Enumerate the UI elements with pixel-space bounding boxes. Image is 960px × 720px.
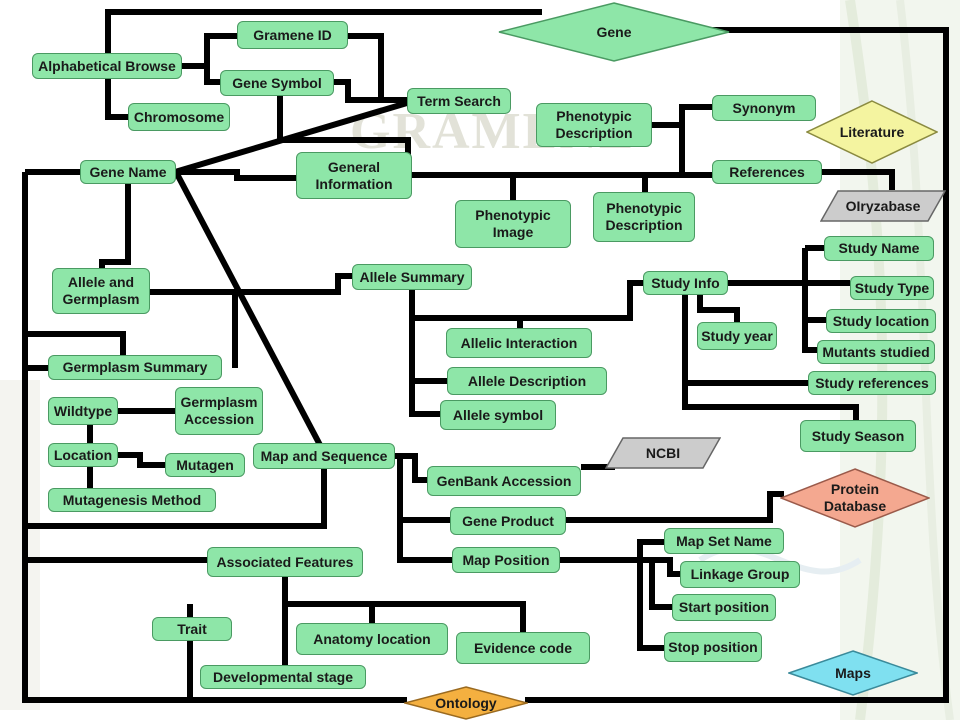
map-and-sequence-node[interactable]: Map and Sequence <box>253 443 395 469</box>
gene-database-diamond[interactable] <box>498 2 730 62</box>
study-references-node[interactable]: Study references <box>808 371 936 395</box>
location-node[interactable]: Location <box>48 443 118 467</box>
study-location-node[interactable]: Study location <box>826 309 936 333</box>
phenotypic-description-mid-node[interactable]: Phenotypic Description <box>593 192 695 242</box>
trait-node[interactable]: Trait <box>152 617 232 641</box>
developmental-stage-node[interactable]: Developmental stage <box>200 665 366 689</box>
germplasm-summary-node[interactable]: Germplasm Summary <box>48 355 222 380</box>
mutagenesis-method-node[interactable]: Mutagenesis Method <box>48 488 216 512</box>
allele-description-node[interactable]: Allele Description <box>447 367 607 395</box>
phenotypic-description-top-node[interactable]: Phenotypic Description <box>536 103 652 147</box>
study-name-node[interactable]: Study Name <box>824 236 934 261</box>
gene-symbol-node[interactable]: Gene Symbol <box>220 70 334 96</box>
allele-symbol-node[interactable]: Allele symbol <box>440 400 556 430</box>
ncbi-database-parallelogram[interactable] <box>605 437 721 469</box>
ontology-database-label: Ontology <box>435 694 497 711</box>
literature-database-label: Literature <box>839 123 905 140</box>
germplasm-accession-node[interactable]: Germplasm Accession <box>175 387 263 435</box>
gene-database-label: Gene <box>596 23 632 40</box>
gene-name-node[interactable]: Gene Name <box>80 160 176 184</box>
mutants-studied-node[interactable]: Mutants studied <box>817 340 935 364</box>
allelic-interaction-node[interactable]: Allelic Interaction <box>446 328 592 358</box>
linkage-group-node[interactable]: Linkage Group <box>680 561 800 588</box>
study-type-node[interactable]: Study Type <box>850 276 934 300</box>
anatomy-location-node[interactable]: Anatomy location <box>296 623 448 655</box>
evidence-code-node[interactable]: Evidence code <box>456 632 590 664</box>
stop-position-node[interactable]: Stop position <box>664 632 762 662</box>
ncbi-database-label: NCBI <box>645 444 681 461</box>
study-season-node[interactable]: Study Season <box>800 420 916 452</box>
genbank-accession-node[interactable]: GenBank Accession <box>427 466 581 496</box>
mutagen-node[interactable]: Mutagen <box>165 453 245 477</box>
general-information-node[interactable]: General Information <box>296 152 412 199</box>
alphabetical-browse-node[interactable]: Alphabetical Browse <box>32 53 182 79</box>
gramene-id-node[interactable]: Gramene ID <box>237 21 348 49</box>
gene-product-node[interactable]: Gene Product <box>450 507 566 535</box>
term-search-node[interactable]: Term Search <box>407 88 511 114</box>
references-node[interactable]: References <box>712 160 822 184</box>
associated-features-node[interactable]: Associated Features <box>207 547 363 577</box>
maps-database-label: Maps <box>835 664 871 681</box>
allele-summary-node[interactable]: Allele Summary <box>352 264 472 290</box>
literature-database-diamond[interactable] <box>806 100 938 164</box>
ontology-database-diamond[interactable] <box>404 686 528 720</box>
chromosome-node[interactable]: Chromosome <box>128 103 230 131</box>
start-position-node[interactable]: Start position <box>672 594 776 621</box>
map-position-node[interactable]: Map Position <box>452 547 560 573</box>
wildtype-node[interactable]: Wildtype <box>48 397 118 425</box>
protein-database-label: Protein Database <box>823 481 887 514</box>
oryzabase-database-parallelogram[interactable] <box>820 190 946 222</box>
protein-database-diamond[interactable] <box>780 468 930 528</box>
map-set-name-node[interactable]: Map Set Name <box>664 528 784 554</box>
synonym-node[interactable]: Synonym <box>712 95 816 121</box>
study-year-node[interactable]: Study year <box>697 322 777 350</box>
allele-and-germplasm-node[interactable]: Allele and Germplasm <box>52 268 150 314</box>
phenotypic-image-node[interactable]: Phenotypic Image <box>455 200 571 248</box>
study-info-node[interactable]: Study Info <box>643 271 728 295</box>
oryzabase-database-label: OIryzabase <box>845 197 921 214</box>
maps-database-diamond[interactable] <box>788 650 918 696</box>
